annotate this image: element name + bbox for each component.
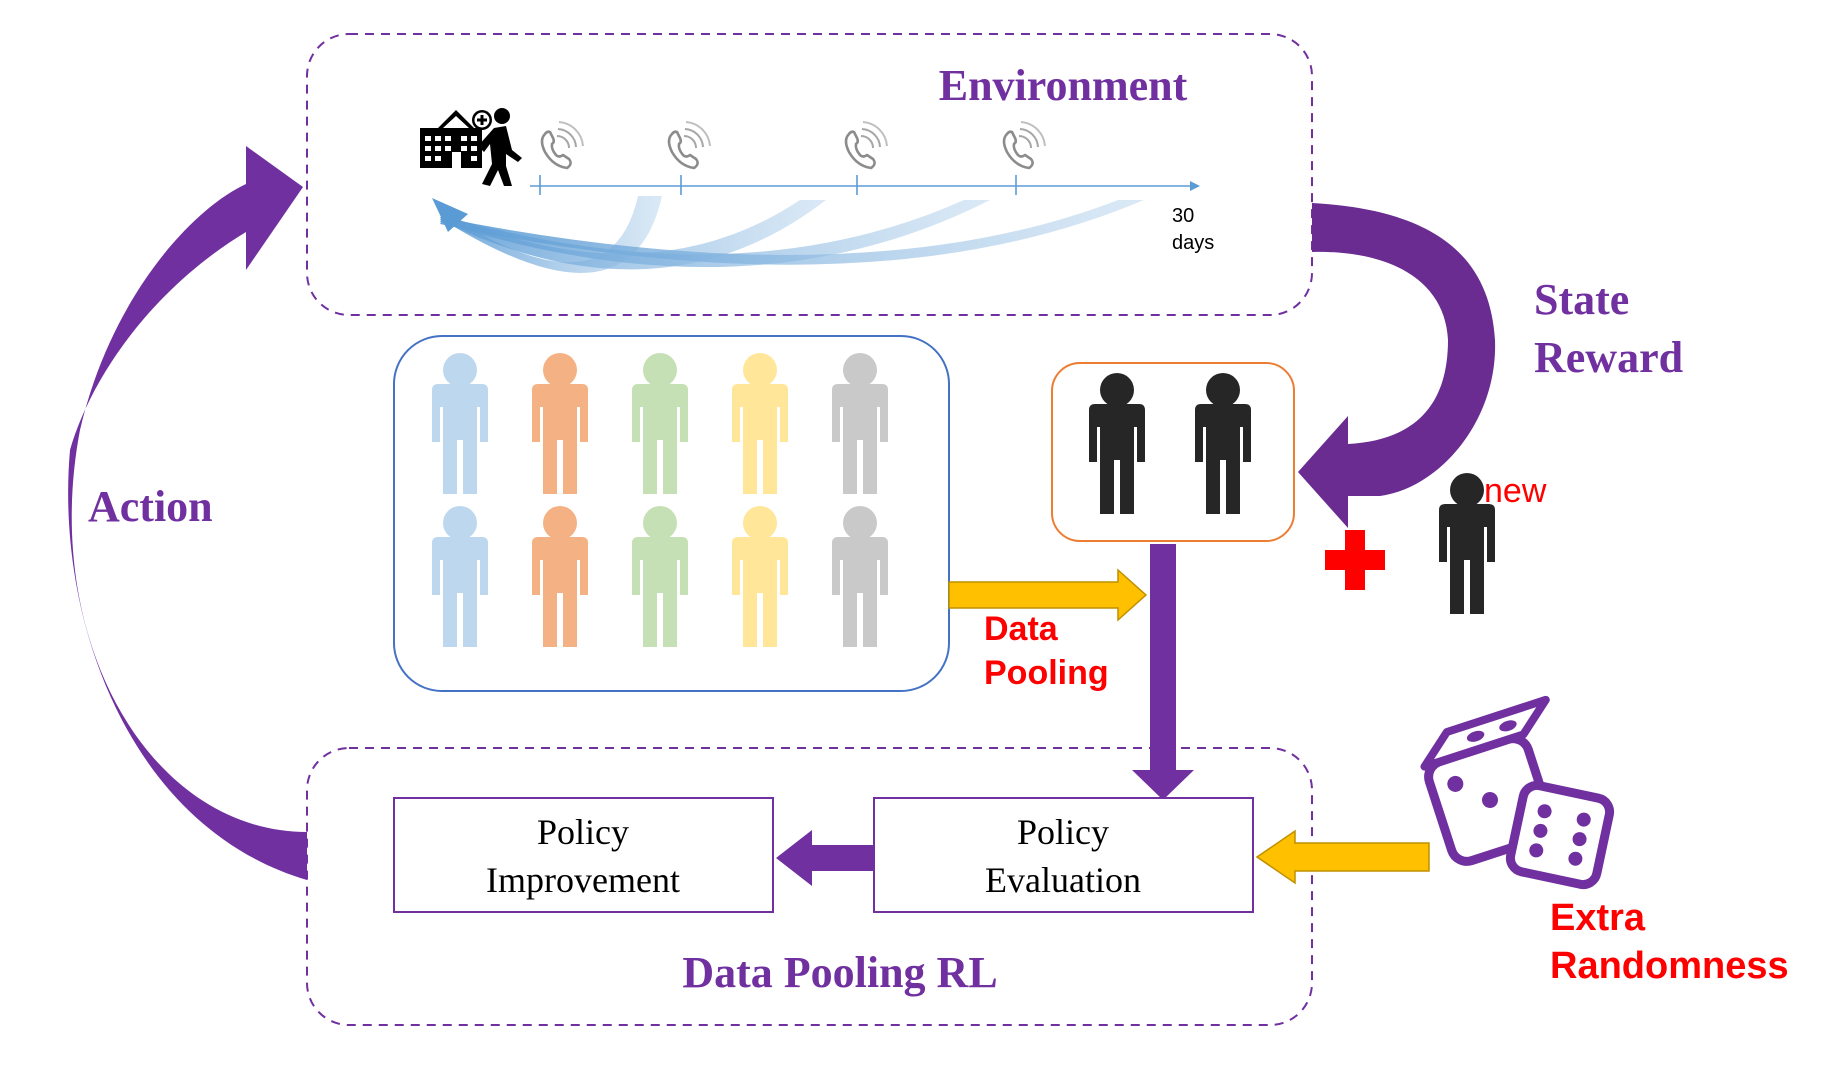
timeline-end-unit: days: [1172, 232, 1214, 254]
phone-call-icon: [540, 120, 585, 170]
dice-icon: [1420, 695, 1615, 890]
new-patient-label: new: [1484, 472, 1547, 510]
evaluation-to-improvement-arrow: [776, 830, 874, 886]
state-label: State: [1534, 275, 1629, 324]
evaluation-input-arrow: [1132, 544, 1194, 800]
data-pooling-rl-title: Data Pooling RL: [682, 948, 997, 997]
extra-randomness-label-line2: Randomness: [1550, 945, 1789, 987]
phone-call-icon: [1002, 120, 1047, 170]
data-pooling-label: Data: [984, 610, 1059, 648]
policy-improvement-label-line2: Improvement: [486, 860, 680, 900]
action-arrow: [68, 146, 307, 880]
policy-evaluation-label-line2: Evaluation: [985, 860, 1141, 900]
timeline-arrowhead: [1190, 181, 1200, 191]
timeline-end-label: 30: [1172, 205, 1194, 227]
state-reward-arrow: [1298, 203, 1496, 528]
policy-improvement-box: [393, 797, 774, 913]
randomness-arrow: [1255, 829, 1430, 885]
data-pooling-label-line2: Pooling: [984, 654, 1109, 692]
environment-title: Environment: [939, 61, 1188, 110]
current-patients-box: [1051, 362, 1295, 542]
hospital-discharge-icon: [420, 108, 522, 186]
policy-evaluation-label: Policy: [1017, 812, 1109, 852]
data-pooling-arrow: [948, 568, 1148, 622]
readmission-arcs: [432, 196, 1144, 273]
plus-icon: [1325, 530, 1385, 590]
policy-improvement-label: Policy: [537, 812, 629, 852]
extra-randomness-label: Extra: [1550, 897, 1646, 939]
phone-call-icon: [844, 120, 889, 170]
action-label: Action: [88, 482, 213, 531]
reward-label: Reward: [1534, 333, 1683, 382]
phone-call-icon: [667, 120, 712, 170]
